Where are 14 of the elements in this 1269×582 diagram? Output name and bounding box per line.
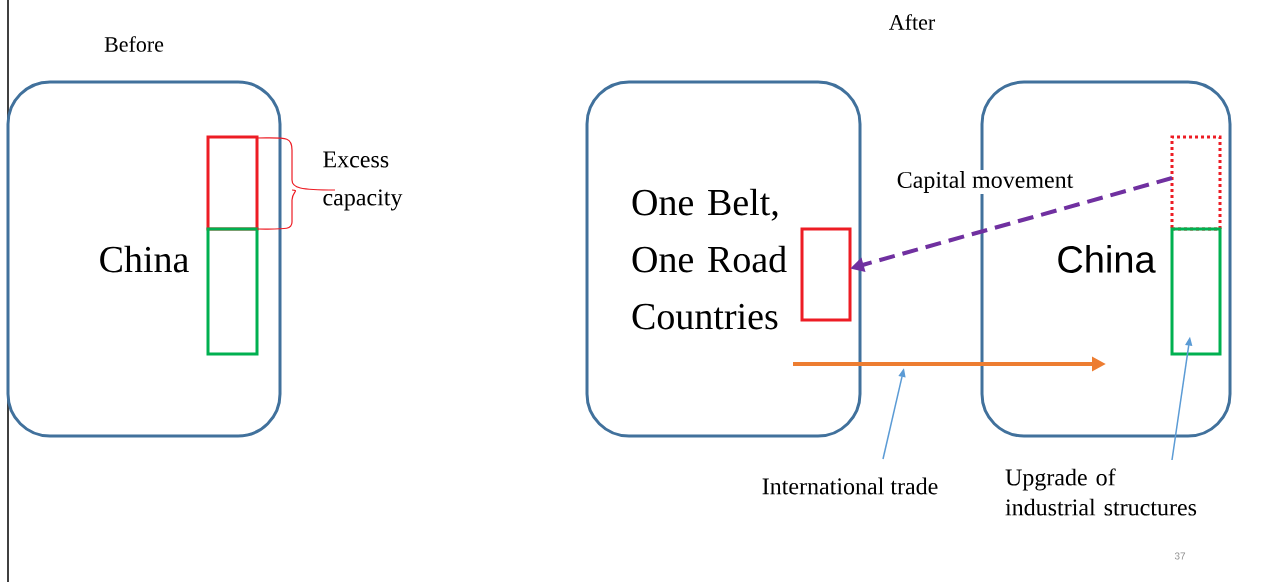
panel-heading: Before [104,36,164,52]
capacity-bar [1170,227,1222,356]
edge-label: Capital movement [895,170,1075,194]
region-box: One Belt, One Road Countries [585,80,862,438]
capacity-bar [206,135,259,231]
region-box: China [6,80,282,438]
page-number: 37 [1174,552,1186,560]
text-label: International trade [762,477,938,495]
capacity-bar [1170,135,1222,231]
panel-heading: After [889,14,936,30]
text-label: Upgrade of industrial structures [1005,468,1197,516]
text-label: Excess capacity [323,151,403,211]
capacity-bar [206,227,259,356]
capacity-bar [800,227,852,322]
